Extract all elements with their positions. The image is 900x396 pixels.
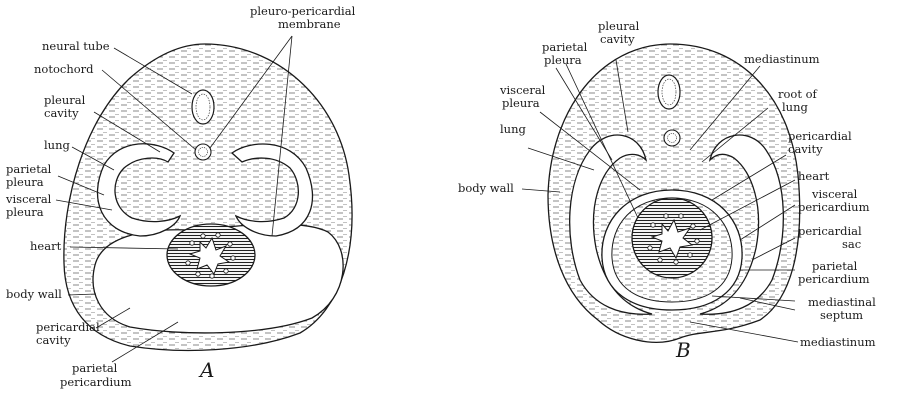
label-visceral-pleura-a-2: pleura: [6, 205, 44, 219]
label-mediastinum-bottom-b: mediastinum: [800, 335, 876, 349]
label-notochord-a: notochord: [34, 62, 94, 76]
label-visceral-pleura-b: visceral: [499, 83, 546, 97]
label-heart-b: heart: [798, 169, 830, 183]
neural-tube-a: [192, 90, 214, 124]
label-mediastinal-septum-b-2: septum: [820, 308, 863, 322]
diagram-a: neural tube notochord pleural cavity lun…: [5, 4, 356, 389]
label-visceral-pericardium-b-2: pericardium: [798, 200, 870, 214]
label-parietal-pericardium-a: parietal: [72, 361, 118, 375]
notochord-a: [195, 144, 211, 160]
label-parietal-pleura-b: parietal: [542, 40, 588, 54]
label-parietal-pericardium-a-2: pericardium: [60, 375, 132, 389]
diagram-b: parietal pleura pleural cavity visceral …: [458, 19, 876, 362]
neural-tube-b: [658, 75, 680, 109]
label-pleuro-pericardial-membrane-a: pleuro-pericardial: [250, 4, 356, 18]
label-parietal-pleura-a-2: pleura: [6, 175, 44, 189]
figure-letter-b: B: [675, 338, 691, 362]
label-pericardial-cavity-b-2: cavity: [788, 142, 823, 156]
label-body-wall-a: body wall: [6, 287, 62, 301]
label-mediastinal-septum-b: mediastinal: [808, 295, 876, 309]
label-parietal-pericardium-b-2: pericardium: [798, 272, 870, 286]
label-lung-b: lung: [500, 122, 526, 136]
label-pericardial-cavity-a: pericardial: [36, 320, 100, 334]
label-visceral-pericardium-b: visceral: [811, 187, 858, 201]
label-pleural-cavity-b-2: cavity: [600, 32, 635, 46]
label-lung-a: lung: [44, 138, 70, 152]
label-parietal-pleura-b-2: pleura: [544, 53, 582, 67]
label-pericardial-sac-b-2: sac: [842, 237, 861, 251]
label-pleural-cavity-a-2: cavity: [44, 106, 79, 120]
label-pericardial-cavity-b: pericardial: [788, 129, 852, 143]
label-pleural-cavity-b: pleural: [598, 19, 640, 33]
label-parietal-pleura-a: parietal: [6, 162, 52, 176]
label-pleural-cavity-a: pleural: [44, 93, 86, 107]
label-mediastinum-top-b: mediastinum: [744, 52, 820, 66]
label-pericardial-sac-b: pericardial: [798, 224, 862, 238]
label-root-of-lung-b-2: lung: [782, 100, 808, 114]
figure-letter-a: A: [198, 358, 214, 382]
label-neural-tube-a: neural tube: [42, 39, 110, 53]
label-visceral-pleura-a: visceral: [5, 192, 52, 206]
label-visceral-pleura-b-2: pleura: [502, 96, 540, 110]
label-body-wall-b: body wall: [458, 181, 514, 195]
label-heart-a: heart: [30, 239, 62, 253]
notochord-b: [664, 130, 680, 146]
label-root-of-lung-b: root of: [778, 87, 818, 101]
label-pleuro-pericardial-membrane-a-2: membrane: [278, 17, 341, 31]
label-pericardial-cavity-a-2: cavity: [36, 333, 71, 347]
label-parietal-pericardium-b: parietal: [812, 259, 858, 273]
